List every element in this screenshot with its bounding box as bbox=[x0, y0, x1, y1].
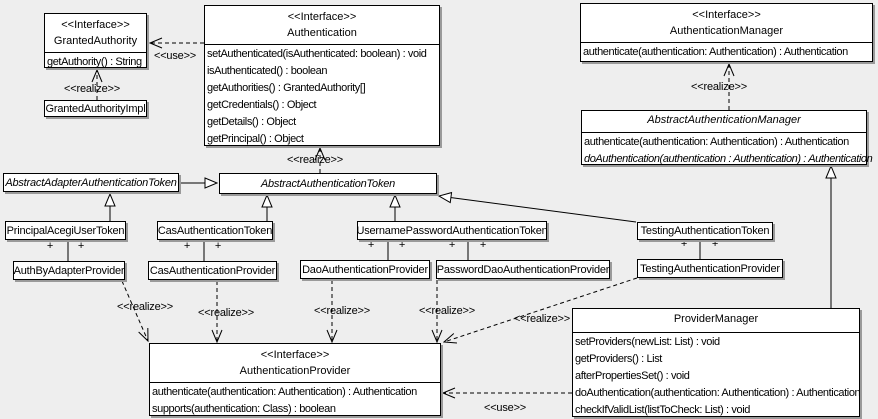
method: doAuthentication(authentication : Authen… bbox=[584, 153, 873, 165]
realize-label-authentication-manager: <<realize>> bbox=[691, 81, 747, 93]
method: afterPropertiesSet() : void bbox=[575, 370, 690, 382]
class-name: GrantedAuthorityImpl bbox=[45, 102, 146, 115]
generalization-testing-token bbox=[439, 196, 637, 223]
method: authenticate(authentication: Authenticat… bbox=[584, 136, 849, 148]
assoc-plus: + bbox=[214, 240, 222, 252]
realize-authbyadapter-provider bbox=[121, 280, 148, 341]
class-box-username-password-authentication-token: UsernamePasswordAuthenticationToken bbox=[356, 221, 548, 240]
class-box-authentication-manager: <<Interface>> AuthenticationManager auth… bbox=[580, 3, 873, 62]
stereotype-label: <<Interface>> bbox=[61, 19, 130, 31]
class-name: PrincipalAcegiUserToken bbox=[6, 224, 125, 237]
class-box-auth-by-adapter-provider: AuthByAdapterProvider bbox=[13, 261, 125, 280]
class-box-cas-authentication-token: CasAuthenticationToken bbox=[157, 221, 273, 240]
method: getAuthorities() : GrantedAuthority[] bbox=[207, 82, 366, 94]
class-box-password-dao-authentication-provider: PasswordDaoAuthenticationProvider bbox=[436, 260, 610, 279]
class-name: AuthenticationProvider bbox=[239, 365, 351, 377]
class-box-abstract-authentication-token: AbstractAuthenticationToken bbox=[219, 173, 437, 194]
class-box-abstract-adapter-authentication-token: AbstractAdapterAuthenticationToken bbox=[3, 173, 179, 192]
class-box-principal-acegi-user-token: PrincipalAcegiUserToken bbox=[5, 221, 126, 240]
assoc-plus: + bbox=[77, 240, 85, 252]
class-box-authentication: <<Interface>> Authentication setAuthenti… bbox=[204, 5, 440, 146]
stereotype-label: <<Interface>> bbox=[287, 11, 357, 23]
realize-label-authbyadapter: <<realize>> bbox=[117, 301, 173, 313]
class-name: GrantedAuthority bbox=[53, 35, 138, 47]
method: setAuthenticated(isAuthenticated: boolea… bbox=[207, 48, 427, 60]
assoc-plus: + bbox=[46, 240, 54, 252]
class-box-testing-authentication-token: TestingAuthenticationToken bbox=[637, 222, 773, 240]
class-box-provider-manager: ProviderManager setProviders(newList: Li… bbox=[572, 308, 861, 417]
class-name: TestingAuthenticationToken bbox=[640, 225, 770, 237]
class-name: AuthenticationManager bbox=[669, 25, 784, 37]
class-box-abstract-authentication-manager: AbstractAuthenticationManager authentica… bbox=[581, 110, 873, 165]
realize-label-passworddao: <<realize>> bbox=[419, 305, 475, 317]
method: getAuthority() : String bbox=[47, 56, 142, 68]
assoc-plus: + bbox=[398, 239, 406, 251]
assoc-plus: + bbox=[479, 239, 487, 251]
class-box-dao-authentication-provider: DaoAuthenticationProvider bbox=[300, 260, 430, 279]
stereotype-label: <<Interface>> bbox=[260, 349, 330, 361]
use-label-bottom: <<use>> bbox=[483, 402, 527, 414]
realize-label-testing: <<realize>> bbox=[514, 313, 570, 325]
class-name: PasswordDaoAuthenticationProvider bbox=[436, 263, 610, 276]
stereotype-label: <<Interface>> bbox=[692, 9, 761, 21]
class-box-authentication-provider: <<Interface>> AuthenticationProvider aut… bbox=[149, 343, 441, 416]
method: authenticate(authentication: Authenticat… bbox=[152, 386, 417, 398]
class-box-granted-authority: <<Interface>> GrantedAuthority getAuthor… bbox=[44, 13, 147, 68]
method: getPrincipal() : Object bbox=[207, 133, 304, 145]
method: getProviders() : List bbox=[575, 353, 662, 365]
realize-label-cas: <<realize>> bbox=[198, 307, 254, 319]
method: getDetails() : Object bbox=[207, 116, 296, 128]
class-name: AbstractAdapterAuthenticationToken bbox=[5, 176, 177, 189]
class-name: AbstractAuthenticationToken bbox=[260, 177, 396, 190]
class-name: CasAuthenticationToken bbox=[157, 224, 273, 237]
class-name: AbstractAuthenticationManager bbox=[647, 114, 801, 126]
class-name: AuthByAdapterProvider bbox=[13, 264, 125, 277]
assoc-plus: + bbox=[367, 239, 375, 251]
class-name: UsernamePasswordAuthenticationToken bbox=[356, 224, 548, 237]
class-box-granted-authority-impl: GrantedAuthorityImpl bbox=[44, 100, 147, 117]
realize-testing-provider bbox=[444, 277, 638, 342]
class-box-cas-authentication-provider: CasAuthenticationProvider bbox=[148, 261, 277, 280]
realize-label-dao: <<realize>> bbox=[314, 305, 370, 317]
method: supports(authentication: Class) : boolea… bbox=[152, 403, 336, 415]
method: setProviders(newList: List) : void bbox=[575, 336, 720, 348]
class-name: ProviderManager bbox=[673, 313, 759, 325]
method: doAuthentication(authentication: Authent… bbox=[575, 387, 861, 399]
method: checkIfValidList(listToCheck: List) : vo… bbox=[575, 404, 750, 416]
class-name: CasAuthenticationProvider bbox=[149, 264, 276, 277]
class-name: DaoAuthenticationProvider bbox=[302, 263, 428, 276]
class-name: TestingAuthenticationProvider bbox=[640, 262, 780, 275]
assoc-plus: + bbox=[448, 239, 456, 251]
assoc-plus: + bbox=[711, 238, 719, 250]
use-label-top: <<use>> bbox=[153, 50, 197, 62]
realize-label-granted-authority: <<realize>> bbox=[64, 83, 120, 95]
assoc-plus: + bbox=[183, 240, 191, 252]
method: authenticate(authentication: Authenticat… bbox=[583, 46, 848, 58]
assoc-plus: + bbox=[680, 238, 688, 250]
method: getCredentials() : Object bbox=[207, 99, 317, 111]
class-box-testing-authentication-provider: TestingAuthenticationProvider bbox=[637, 259, 783, 278]
realize-label-authentication: <<realize>> bbox=[287, 154, 343, 166]
class-name: Authentication bbox=[287, 27, 357, 39]
method: isAuthenticated() : boolean bbox=[207, 65, 328, 77]
